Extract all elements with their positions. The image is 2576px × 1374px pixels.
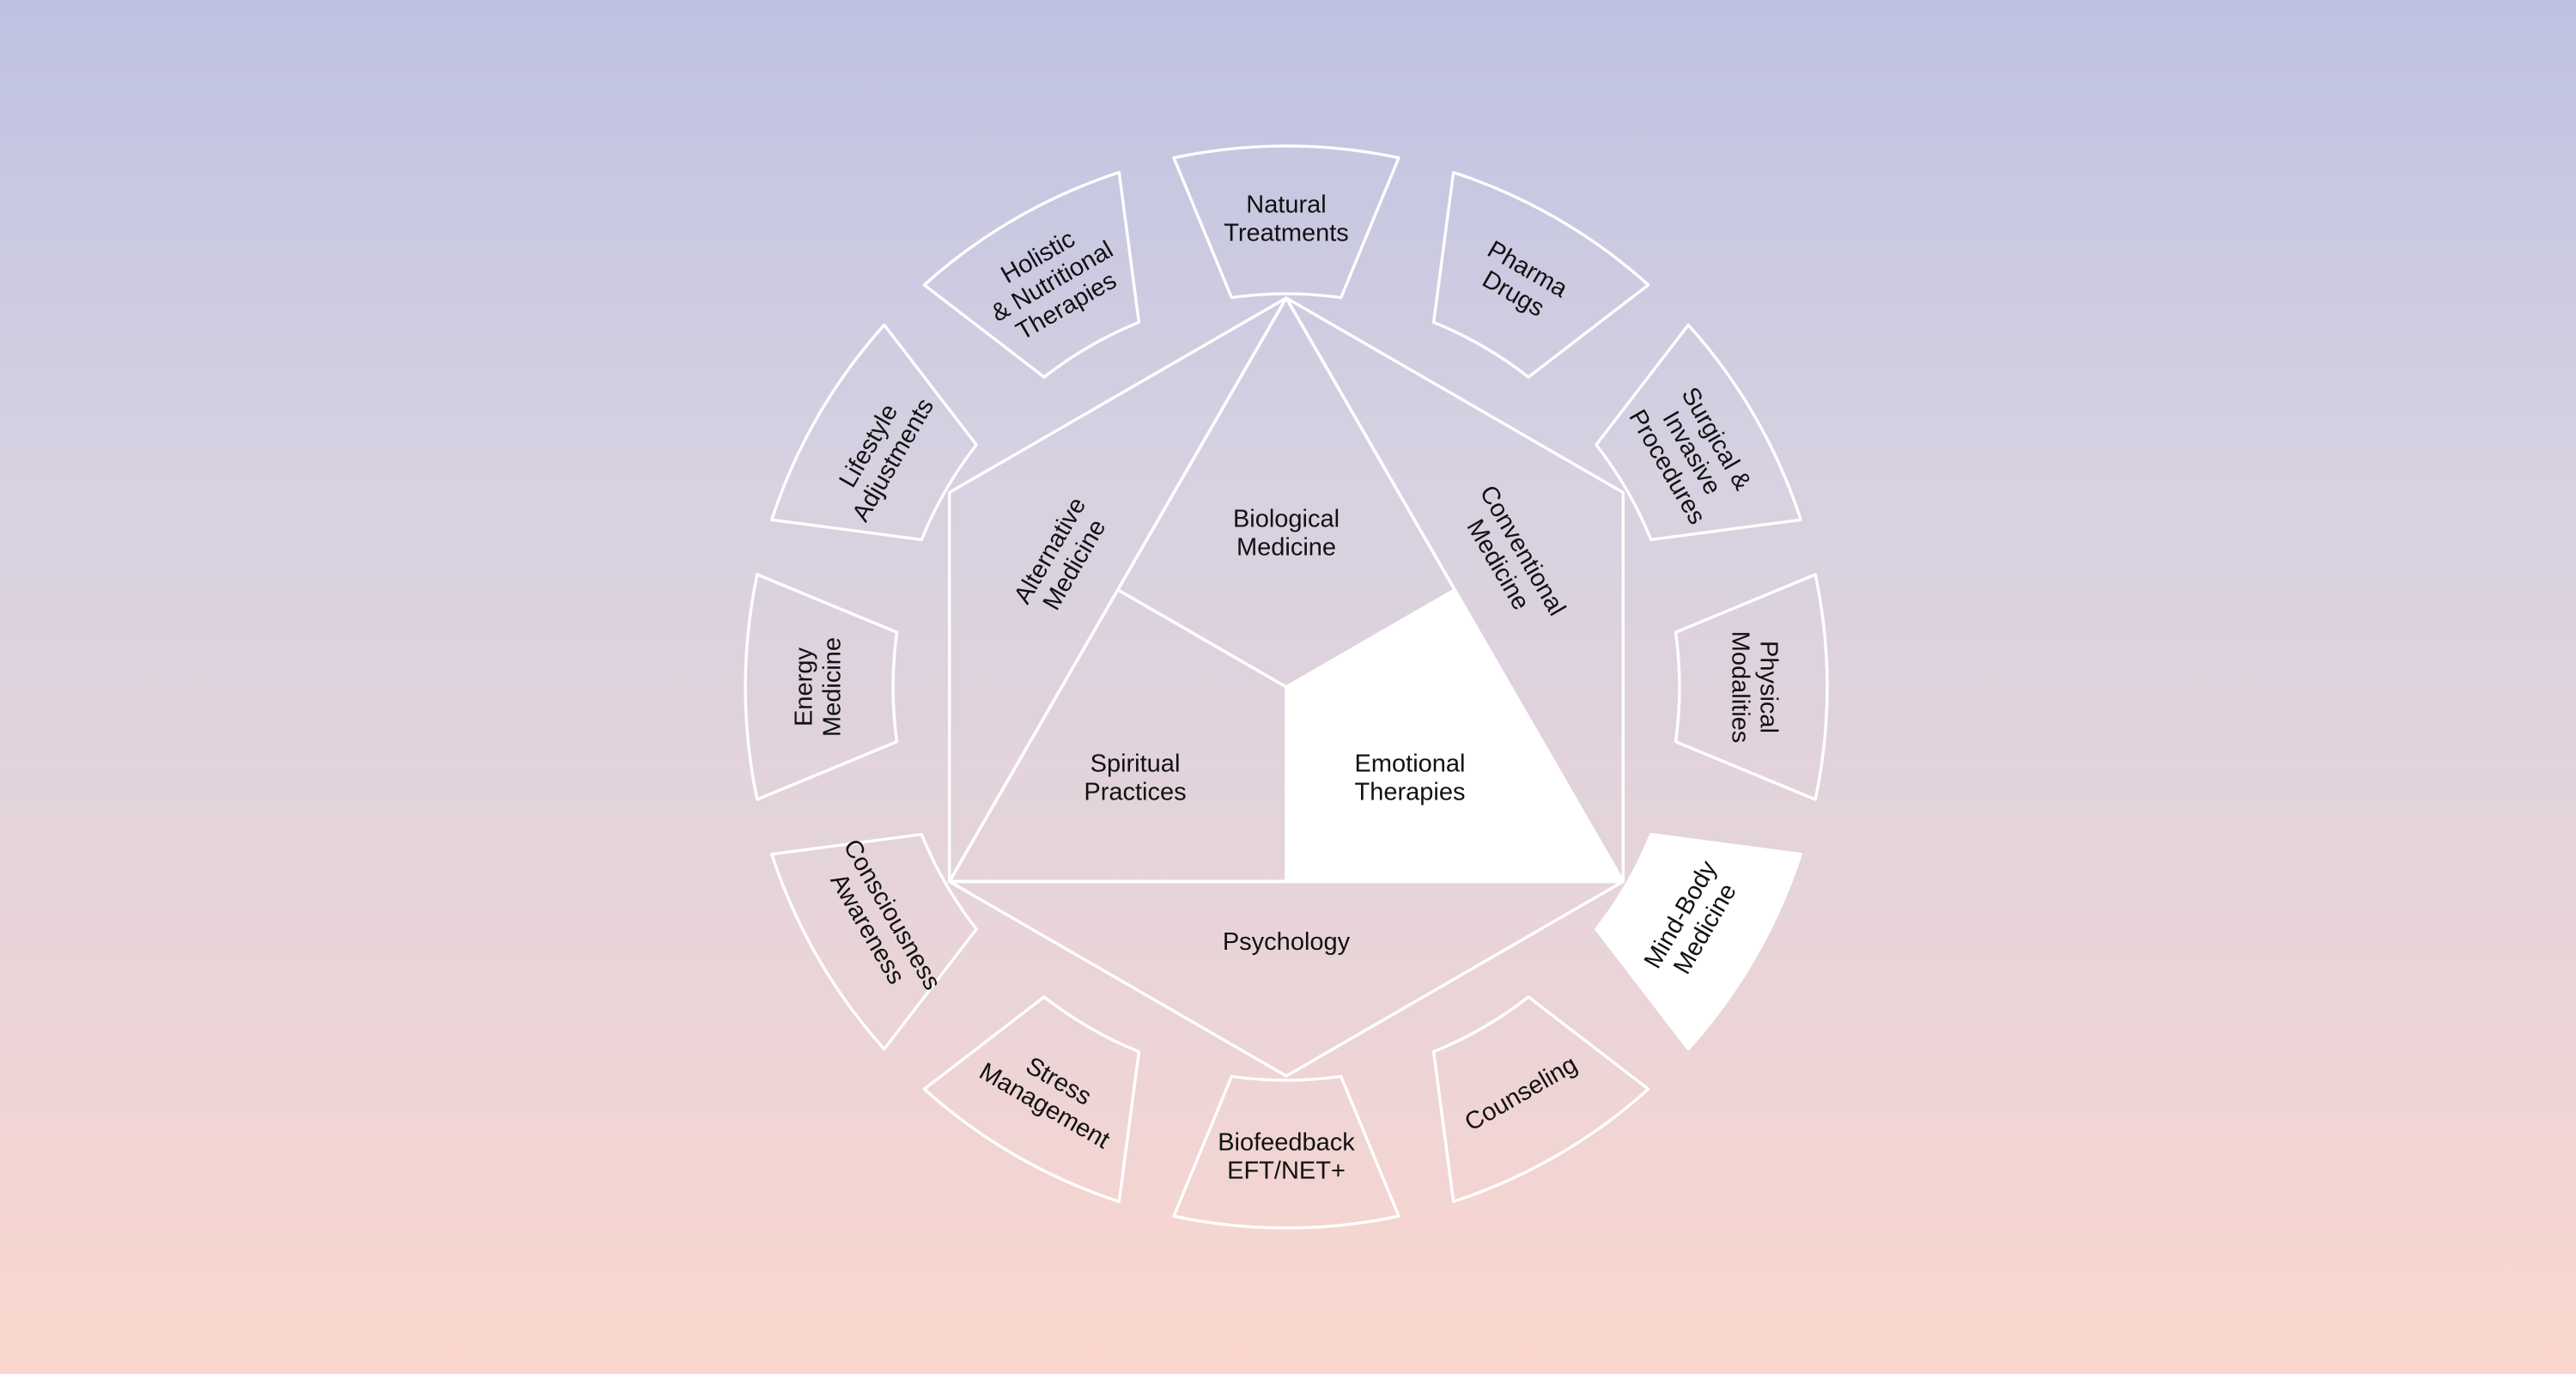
- outer-segment-label-line: EFT/NET+: [1227, 1158, 1346, 1185]
- middle-region-label-line: Psychology: [1223, 928, 1351, 956]
- outer-segment-mind-body-medicine[interactable]: Mind-BodyMedicine: [1595, 832, 1802, 1051]
- outer-segment-shape: [1431, 995, 1650, 1203]
- central-triangle-edge: [947, 296, 1625, 884]
- inner-region-label-line: Medicine: [1236, 534, 1336, 562]
- outer-segment-surgical-invasive-procedures[interactable]: Surgical &InvasiveProcedures: [1595, 323, 1802, 542]
- outer-segment-shape: [1674, 573, 1829, 801]
- outer-segment-label: Holistic& NutritionalTherapies: [973, 211, 1133, 352]
- outer-segment-label-line: Biofeedback: [1218, 1129, 1355, 1157]
- outer-segment-label-line: Natural: [1246, 192, 1327, 219]
- outer-segment-shape: [1431, 171, 1650, 379]
- outer-segment-label: LifestyleAdjustments: [823, 380, 939, 526]
- inner-region-label-line: Spiritual: [1091, 751, 1181, 778]
- outer-segment-label: Counseling: [1461, 1051, 1583, 1137]
- outer-segment-label-line: Medicine: [819, 637, 847, 737]
- outer-segment-stress-management[interactable]: StressManagement: [922, 995, 1141, 1203]
- outer-segment-label: StressManagement: [975, 1033, 1128, 1154]
- middle-region-label: AlternativeMedicine: [1009, 493, 1116, 623]
- middle-region-label: Psychology: [1223, 928, 1351, 956]
- outer-segment-shape: [922, 995, 1141, 1203]
- outer-segment-energy-medicine[interactable]: EnergyMedicine: [744, 573, 899, 801]
- outer-segment-consciousness-awareness[interactable]: ConsciousnessAwareness: [770, 832, 978, 1051]
- inner-region-label-line: Emotional: [1355, 751, 1466, 778]
- middle-region-psychology[interactable]: Psychology: [1223, 928, 1351, 956]
- outer-segment-label-line: Counseling: [1461, 1051, 1583, 1137]
- outer-segment-lifestyle-adjustments[interactable]: LifestyleAdjustments: [770, 323, 978, 542]
- outer-segment-label-line: Treatments: [1224, 220, 1349, 247]
- outer-segment-shape: [1595, 832, 1802, 1051]
- outer-segment-shape: [922, 171, 1141, 379]
- outer-segment-label-line: Energy: [791, 647, 818, 727]
- outer-segment-label-line: Physical: [1755, 641, 1783, 733]
- outer-segment-shape: [744, 573, 899, 801]
- outer-segment-label: PharmaDrugs: [1468, 236, 1572, 328]
- inner-region-label-line: Biological: [1233, 506, 1340, 533]
- outer-segment-label: EnergyMedicine: [791, 637, 847, 737]
- outer-segment-pharma-drugs[interactable]: PharmaDrugs: [1431, 171, 1650, 379]
- outer-segment-label-line: Modalities: [1727, 631, 1754, 744]
- inner-region-label-line: Practices: [1084, 779, 1186, 806]
- hexagon-outline: [947, 296, 1625, 1078]
- outer-segment-shape: [770, 832, 978, 1051]
- outer-segment-label: Surgical &InvasiveProcedures: [1623, 377, 1759, 529]
- outer-segment-shape: [770, 323, 978, 542]
- outer-segment-label: PhysicalModalities: [1727, 631, 1783, 744]
- outer-segment-shape: [1172, 1074, 1400, 1230]
- outer-segment-counseling[interactable]: Counseling: [1431, 995, 1650, 1203]
- inner-region-shape: [947, 588, 1288, 884]
- outer-segment-shape: [1172, 144, 1400, 300]
- outer-segment-shape: [1595, 323, 1802, 542]
- outer-segment-holistic-nutritional-therapies[interactable]: Holistic& NutritionalTherapies: [922, 171, 1141, 379]
- inner-region-shape: [1285, 588, 1625, 884]
- outer-segment-physical-modalities[interactable]: PhysicalModalities: [1674, 573, 1829, 801]
- inner-region-label-line: Therapies: [1355, 779, 1466, 806]
- middle-region-alternative-medicine[interactable]: AlternativeMedicine: [1009, 493, 1116, 623]
